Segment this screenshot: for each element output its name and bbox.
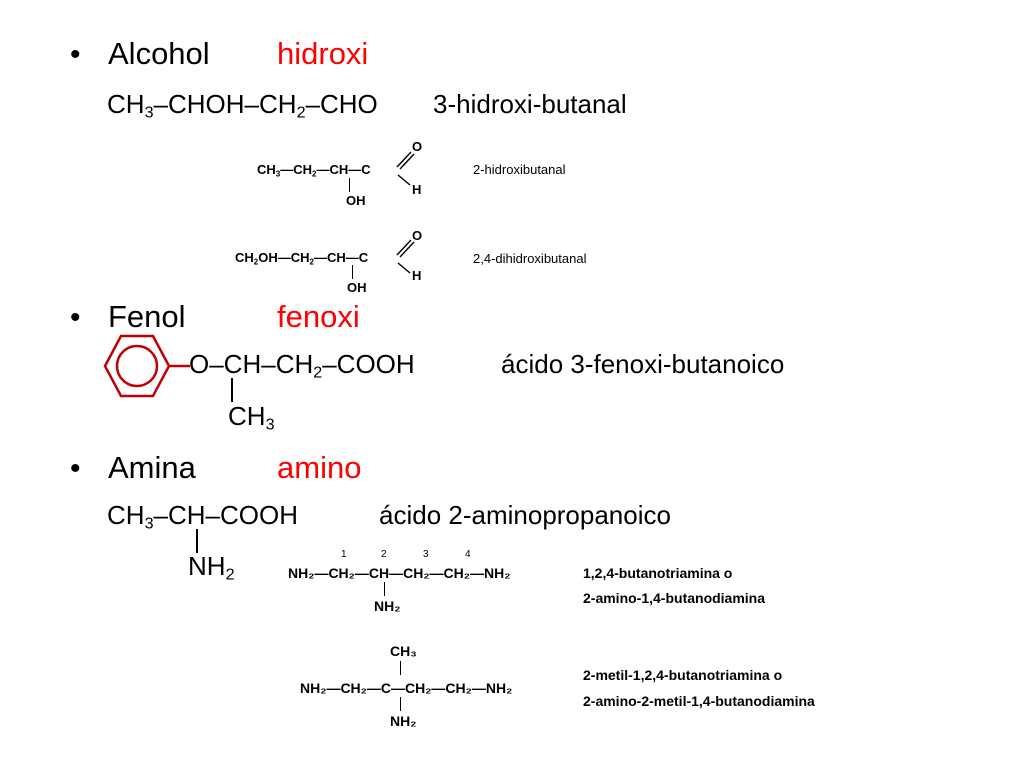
prefix-amino: amino: [277, 450, 362, 485]
oh-label: OH: [347, 280, 367, 295]
substituent-fenol: CH3: [228, 401, 275, 434]
amine1-name-line2: 2-amino-1,4-butanodiamina: [583, 590, 766, 606]
formula-alcohol: CH3–CHOH–CH2–CHO: [107, 89, 378, 122]
carbon-number-4: 4: [465, 549, 471, 560]
amine1-name-line1: 1,2,4-butanotriamina o: [583, 565, 733, 581]
bullet-amina: •: [70, 452, 81, 485]
aldehyde2-name: 2,4-dihidroxibutanal: [473, 251, 587, 266]
prefix-fenoxi: fenoxi: [277, 299, 360, 334]
formula-amina-name: ácido 2-aminopropanoico: [379, 500, 671, 530]
bond-line: [349, 178, 350, 192]
bond-line: [400, 697, 401, 711]
bond-line: [196, 529, 198, 553]
formula-fenol: O–CH–CH2–COOH: [189, 349, 415, 382]
carbon-number-3: 3: [423, 549, 429, 560]
aldehyde-bonds: [396, 239, 415, 274]
amine2-name-line1: 2-metil-1,2,4-butanotriamina o: [583, 667, 783, 683]
bond-line: [384, 582, 385, 596]
amine2-chain: NH₂—CH₂—C—CH₂—CH₂—NH₂: [300, 680, 513, 696]
aldehyde-bonds: [396, 151, 415, 186]
bullet-fenol: •: [70, 301, 81, 334]
formula-amina: CH3–CH–COOH: [107, 500, 299, 533]
chain-text: CH2OH—CH2—CH—C: [235, 250, 369, 267]
o-label: O: [412, 228, 423, 243]
formula-alcohol-name: 3-hidroxi-butanal: [433, 89, 627, 119]
substituent-amina: NH2: [188, 551, 235, 584]
h-label: H: [412, 182, 422, 197]
o-label: O: [412, 139, 423, 154]
amine1-substituent: NH₂: [374, 598, 401, 614]
amine2-substituent: NH₂: [390, 713, 417, 729]
carbon-number-2: 2: [381, 549, 387, 560]
oh-label: OH: [346, 193, 366, 208]
bond-line: [231, 378, 233, 402]
carbon-number-1: 1: [341, 549, 347, 560]
bond-line: [400, 661, 401, 675]
amine1-chain: NH₂—CH₂—CH—CH₂—CH₂—NH₂: [288, 565, 511, 581]
h-label: H: [412, 268, 422, 283]
chain-text: CH3—CH2—CH—C: [257, 162, 371, 179]
label-alcohol: Alcohol: [108, 36, 210, 71]
aldehyde1-name: 2-hidroxibutanal: [473, 162, 566, 177]
bullet-alcohol: •: [70, 38, 81, 71]
formula-fenol-name: ácido 3-fenoxi-butanoico: [501, 349, 785, 379]
benzene-ring-icon: [103, 334, 190, 398]
amine2-name-line2: 2-amino-2-metil-1,4-butanodiamina: [583, 693, 815, 709]
prefix-hidroxi: hidroxi: [277, 36, 369, 71]
amine2-top: CH₃: [390, 643, 417, 659]
bond-line: [352, 265, 353, 279]
label-amina: Amina: [108, 450, 196, 485]
label-fenol: Fenol: [108, 299, 186, 334]
